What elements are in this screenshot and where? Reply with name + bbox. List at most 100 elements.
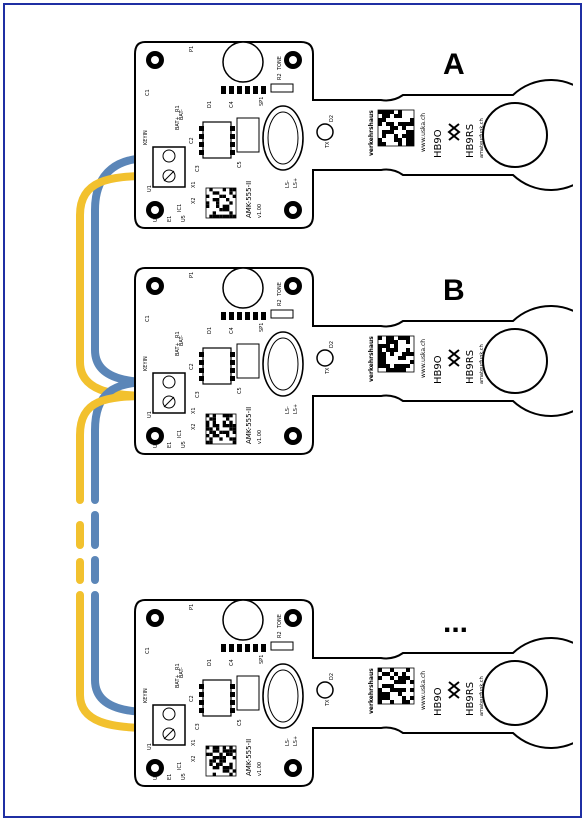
silk-callsign: HB9O bbox=[433, 687, 444, 716]
mount-hole-inner bbox=[289, 206, 297, 214]
qr-module bbox=[232, 437, 236, 441]
mount-hole-inner bbox=[289, 432, 297, 440]
silk-ref: TONE bbox=[277, 56, 283, 71]
qr-module bbox=[212, 759, 216, 763]
pad bbox=[230, 352, 235, 357]
qr-module bbox=[378, 676, 382, 680]
silk-url: amateurfunk.ch bbox=[479, 676, 485, 716]
mount-hole-inner bbox=[151, 56, 159, 64]
qr-module bbox=[394, 138, 398, 142]
qr-module bbox=[229, 201, 233, 205]
qr-module bbox=[382, 356, 386, 360]
pad bbox=[261, 86, 266, 94]
mount-hole-inner bbox=[289, 614, 297, 622]
pad bbox=[230, 360, 235, 365]
qr-module bbox=[390, 700, 394, 704]
silk-ref: R2 bbox=[277, 631, 283, 638]
speaker-outline bbox=[262, 105, 304, 171]
qr-module bbox=[229, 437, 233, 441]
logo-mark bbox=[447, 123, 461, 141]
qr-module bbox=[212, 430, 216, 434]
qr-module bbox=[216, 762, 220, 766]
qr-module bbox=[390, 126, 394, 130]
qr-module bbox=[390, 668, 394, 672]
silk-ref: TX bbox=[325, 699, 331, 707]
silk-ref: C2 bbox=[189, 137, 195, 144]
silk-ref: U1 bbox=[147, 185, 153, 192]
logo-mark bbox=[447, 681, 461, 699]
qr-module bbox=[209, 440, 213, 444]
qr-module bbox=[212, 746, 216, 750]
qr-module bbox=[410, 142, 414, 146]
qr-module bbox=[209, 437, 213, 441]
diagram-frame bbox=[3, 3, 582, 818]
pad bbox=[199, 360, 204, 365]
silk-ref: R1 bbox=[175, 331, 181, 338]
qr-module bbox=[226, 434, 230, 438]
qr-module bbox=[232, 440, 236, 444]
qr-module bbox=[229, 772, 233, 776]
silk-ref: E1 bbox=[167, 216, 173, 222]
qr-module bbox=[406, 364, 410, 368]
silk-ref: C1 bbox=[145, 647, 151, 654]
pad bbox=[230, 692, 235, 697]
buzzer-outline bbox=[222, 599, 264, 641]
qr-module bbox=[406, 134, 410, 138]
qr-module bbox=[394, 672, 398, 676]
silk-ref: C5 bbox=[237, 719, 243, 726]
qr-module bbox=[229, 214, 233, 218]
qr-module bbox=[222, 749, 226, 753]
qr-module bbox=[394, 688, 398, 692]
qr-module bbox=[232, 749, 236, 753]
qr-module bbox=[386, 364, 390, 368]
qr-module bbox=[378, 352, 382, 356]
silk-ref: E1 bbox=[167, 774, 173, 780]
silk-ref: D1 bbox=[207, 327, 213, 334]
qr-module bbox=[394, 348, 398, 352]
ring-hole bbox=[482, 660, 548, 726]
qr-module bbox=[212, 756, 216, 760]
silk-ref: U1 bbox=[147, 411, 153, 418]
qr-module bbox=[229, 766, 233, 770]
pad bbox=[199, 684, 204, 689]
pad bbox=[261, 644, 266, 652]
qr-module bbox=[222, 208, 226, 212]
terminal-screw bbox=[162, 169, 176, 183]
silk-ref: TONE bbox=[277, 614, 283, 629]
silk-ref: LS+ bbox=[293, 178, 299, 188]
silk-ref: LS- bbox=[285, 738, 291, 746]
speaker-outline bbox=[262, 663, 304, 729]
qr-module bbox=[390, 130, 394, 134]
qr-module bbox=[402, 696, 406, 700]
qr-module bbox=[378, 118, 382, 122]
pad bbox=[199, 150, 204, 155]
pad bbox=[229, 86, 234, 94]
pad bbox=[199, 376, 204, 381]
qr-module bbox=[226, 214, 230, 218]
silk-ref: LS- bbox=[285, 180, 291, 188]
pad bbox=[261, 312, 266, 320]
silk-ref: D1 bbox=[207, 101, 213, 108]
ic-outline bbox=[236, 343, 260, 379]
qr-module bbox=[378, 138, 382, 142]
silk-ref: U5 bbox=[181, 441, 187, 448]
mount-hole-inner bbox=[151, 282, 159, 290]
qr-module bbox=[219, 214, 223, 218]
qr-module bbox=[216, 201, 220, 205]
silk-ref: C5 bbox=[237, 387, 243, 394]
silk-ref: LS+ bbox=[293, 736, 299, 746]
qr-module bbox=[216, 756, 220, 760]
terminal-slot bbox=[163, 728, 175, 740]
qr-module bbox=[206, 201, 210, 205]
silk-ref: C4 bbox=[229, 101, 235, 108]
silk-ref: R2 bbox=[277, 299, 283, 306]
silk-ref: KEYIN bbox=[143, 130, 149, 145]
qr-module bbox=[390, 336, 394, 340]
qr-module bbox=[216, 427, 220, 431]
qr-module bbox=[206, 746, 210, 750]
qr-module bbox=[382, 130, 386, 134]
qr-module bbox=[222, 194, 226, 198]
qr-module bbox=[232, 424, 236, 428]
qr-module bbox=[394, 344, 398, 348]
